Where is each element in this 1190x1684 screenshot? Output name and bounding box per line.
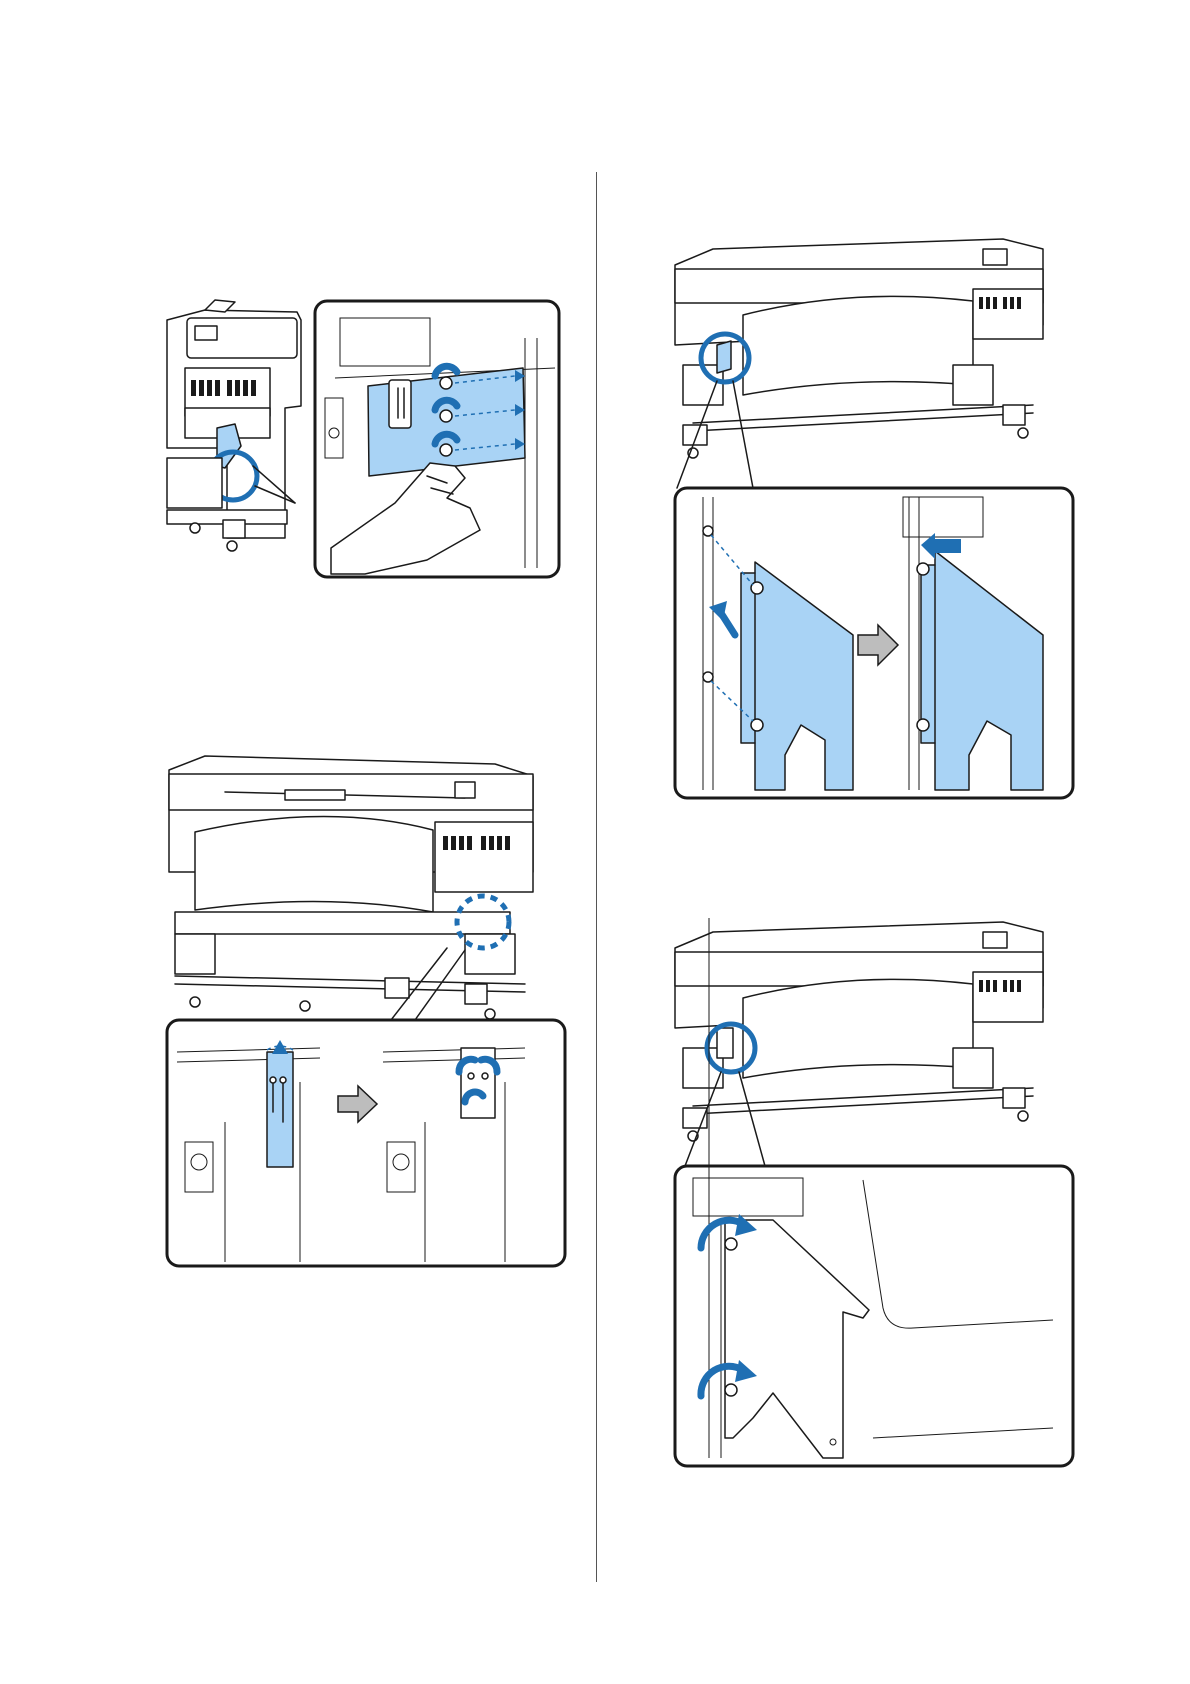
- figure-remove-bracket: [165, 752, 570, 1272]
- zoom-panel: [167, 1020, 565, 1266]
- figure-remove-side-plate: [165, 298, 565, 584]
- figure-attach-plate-left: [673, 235, 1078, 805]
- printer-front-illustration: [675, 239, 1043, 488]
- zoom-panel: [315, 301, 559, 577]
- figure-tighten-screws-left: [673, 918, 1078, 1473]
- printer-side-illustration: [167, 300, 301, 551]
- zoom-panel: [675, 488, 1073, 798]
- column-divider: [596, 172, 597, 1582]
- printer-front-illustration: [169, 756, 533, 1020]
- printer-front-illustration: [675, 922, 1043, 1166]
